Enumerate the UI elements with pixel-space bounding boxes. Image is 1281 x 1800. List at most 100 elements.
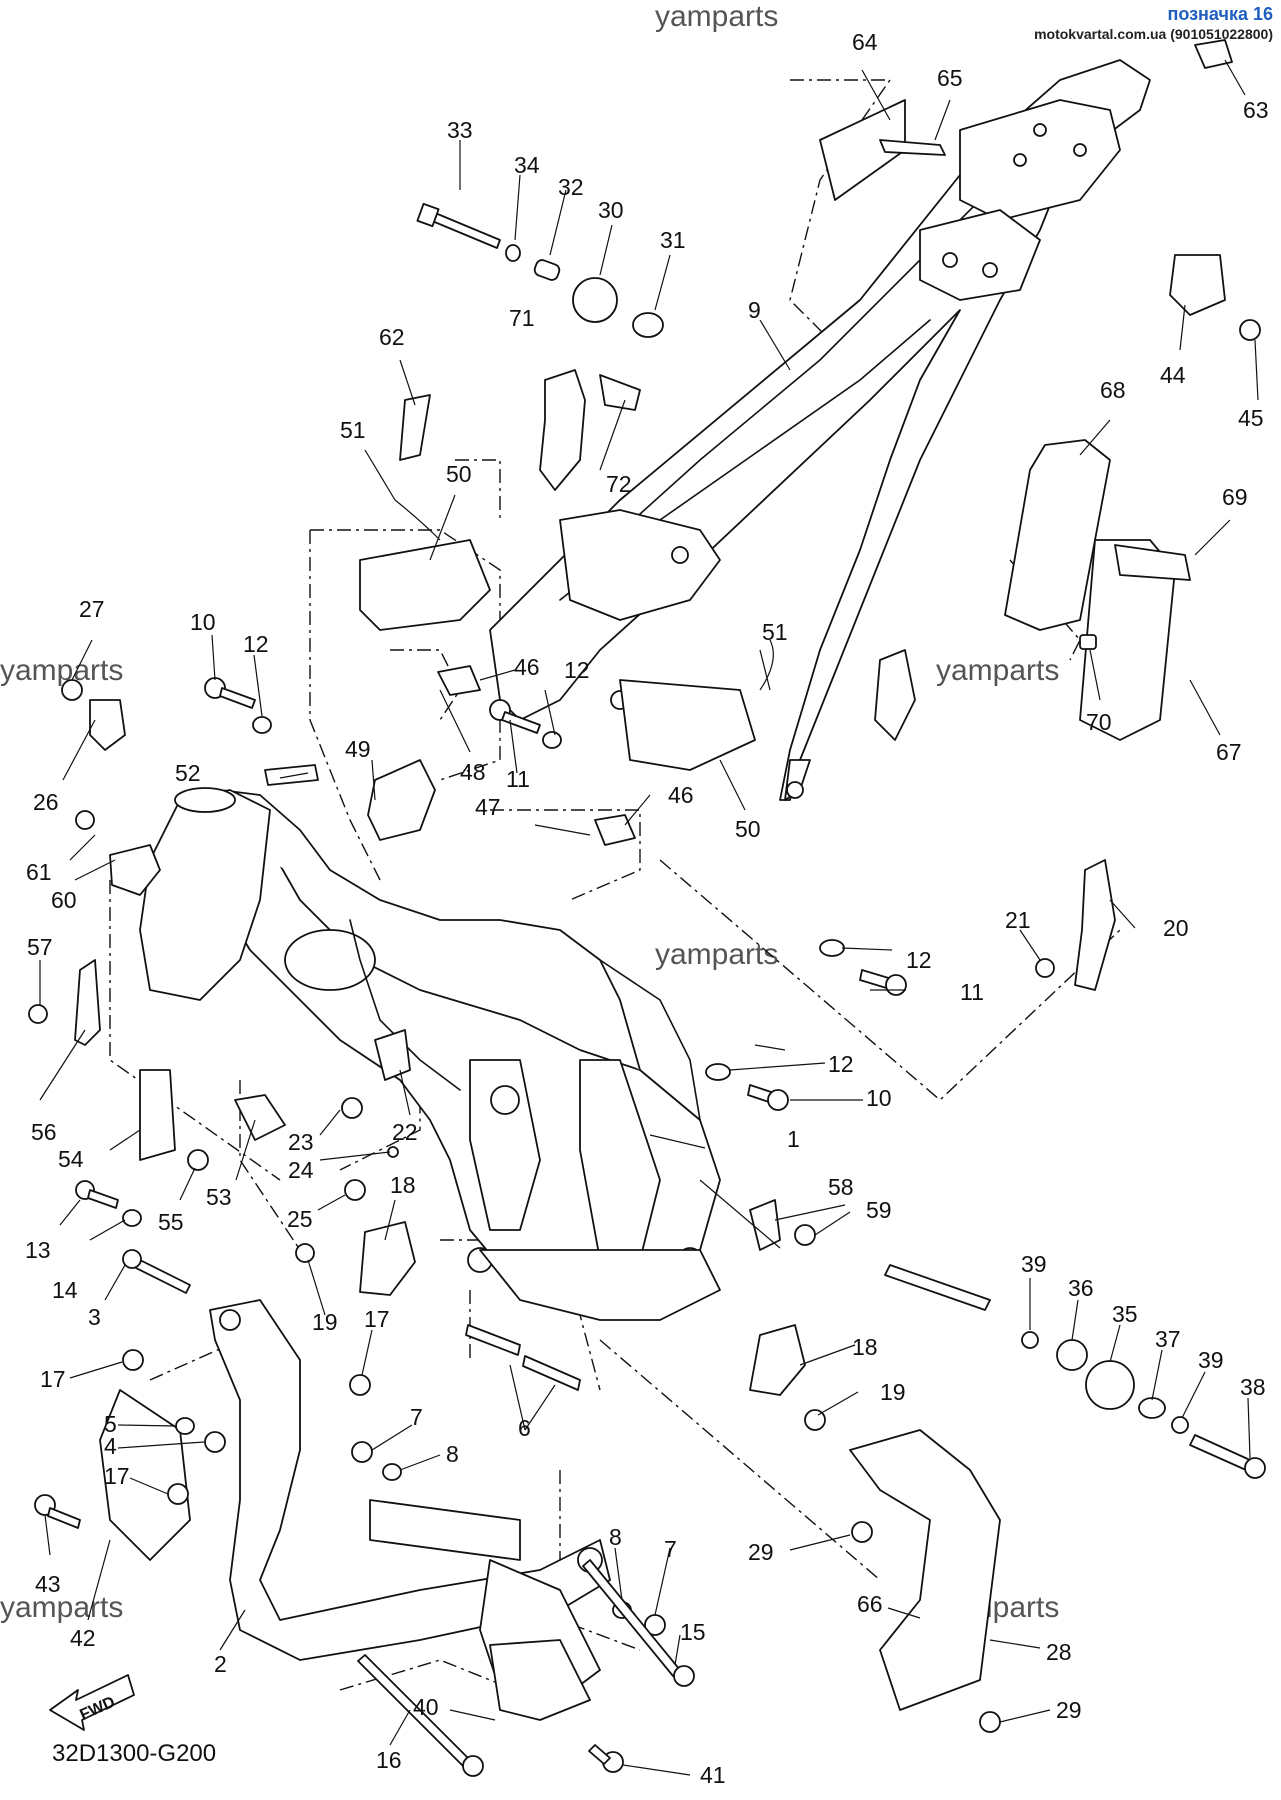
part-label-56: 56 — [31, 1119, 57, 1145]
part-label-17b: 17 — [364, 1306, 390, 1332]
part-label-17: 17 — [40, 1366, 66, 1392]
part-label-12: 12 — [243, 631, 269, 657]
part-label-7: 7 — [410, 1404, 423, 1430]
part-label-47: 47 — [475, 794, 501, 820]
part-label-2: 2 — [214, 1651, 227, 1677]
part-label-15: 15 — [680, 1619, 706, 1645]
part-label-12b: 12 — [564, 657, 590, 683]
part-label-41: 41 — [700, 1762, 726, 1788]
part-label-71: 71 — [509, 305, 535, 331]
part-label-14: 14 — [52, 1277, 78, 1303]
part-label-67: 67 — [1216, 739, 1242, 765]
part-label-60: 60 — [51, 887, 77, 913]
part-label-49: 49 — [345, 736, 371, 762]
part-label-33: 33 — [447, 117, 473, 143]
part-label-58: 58 — [828, 1174, 854, 1200]
part-label-39b: 39 — [1198, 1347, 1224, 1373]
part-label-59: 59 — [866, 1197, 892, 1223]
part-label-24: 24 — [288, 1157, 314, 1183]
part-label-51: 51 — [340, 417, 366, 443]
rear-subframe — [489, 59, 1151, 801]
part-label-29: 29 — [748, 1539, 774, 1565]
part-label-29b: 29 — [1056, 1697, 1082, 1723]
watermark: yamparts — [936, 654, 1059, 687]
part-label-54: 54 — [58, 1146, 84, 1172]
part-label-13: 13 — [25, 1237, 51, 1263]
part-label-12c: 12 — [906, 947, 932, 973]
watermark: yamparts — [655, 938, 778, 971]
part-label-26: 26 — [33, 789, 59, 815]
part-label-3: 3 — [88, 1304, 101, 1330]
part-label-46b: 46 — [668, 782, 694, 808]
part-label-25: 25 — [287, 1206, 313, 1232]
part-label-28: 28 — [1046, 1639, 1072, 1665]
hardware-parts — [28, 39, 1266, 1777]
part-label-10b: 10 — [866, 1085, 892, 1111]
watermark: yamparts — [655, 0, 778, 33]
part-label-20: 20 — [1163, 915, 1189, 941]
part-label-1: 1 — [787, 1126, 800, 1152]
part-label-23: 23 — [288, 1129, 314, 1155]
part-label-37: 37 — [1155, 1326, 1181, 1352]
part-label-44: 44 — [1160, 362, 1186, 388]
part-label-11: 11 — [506, 766, 530, 792]
part-label-30: 30 — [598, 197, 624, 223]
part-label-63: 63 — [1243, 97, 1269, 123]
part-label-36: 36 — [1068, 1275, 1094, 1301]
main-frame — [139, 787, 721, 1321]
part-number-labels: 1 2 3 4 5 6 7 8 7 8 9 10 10 11 11 12 12 … — [25, 29, 1269, 1788]
part-label-12d: 12 — [828, 1051, 854, 1077]
part-label-43: 43 — [35, 1571, 61, 1597]
watermark: yamparts — [0, 1591, 123, 1624]
part-label-9: 9 — [748, 297, 761, 323]
part-label-6: 6 — [518, 1415, 531, 1441]
part-label-62: 62 — [379, 324, 405, 350]
part-label-19b: 19 — [880, 1379, 906, 1405]
assembly-dash-lines — [109, 79, 1121, 1701]
part-label-27: 27 — [79, 596, 105, 622]
part-label-35: 35 — [1112, 1301, 1138, 1327]
part-label-48: 48 — [460, 759, 486, 785]
part-label-72: 72 — [606, 471, 632, 497]
part-label-18: 18 — [390, 1172, 416, 1198]
watermark: yamparts — [0, 654, 123, 687]
part-label-32: 32 — [558, 174, 584, 200]
forward-arrow-icon: FWD — [49, 1674, 135, 1731]
part-label-42: 42 — [70, 1625, 96, 1651]
part-label-4: 4 — [104, 1433, 117, 1459]
part-label-16: 16 — [376, 1747, 402, 1773]
part-label-69: 69 — [1222, 484, 1248, 510]
part-label-38: 38 — [1240, 1374, 1266, 1400]
part-label-17c: 17 — [104, 1463, 130, 1489]
part-label-68: 68 — [1100, 377, 1126, 403]
part-label-52: 52 — [175, 760, 201, 786]
part-label-8b: 8 — [609, 1524, 622, 1550]
part-label-66: 66 — [857, 1591, 883, 1617]
part-label-57: 57 — [27, 934, 53, 960]
part-label-46: 46 — [514, 654, 540, 680]
part-label-53: 53 — [206, 1184, 232, 1210]
part-label-40: 40 — [413, 1694, 439, 1720]
part-label-11b: 11 — [960, 979, 984, 1005]
part-label-61: 61 — [26, 859, 52, 885]
part-label-64: 64 — [852, 29, 878, 55]
site-label: motokvartal.com.ua (901051022800) — [1034, 26, 1273, 42]
part-label-50: 50 — [446, 461, 472, 487]
part-label-39: 39 — [1021, 1251, 1047, 1277]
leader-lines — [39, 59, 1259, 1776]
part-label-34: 34 — [514, 152, 540, 178]
sheet-label: позначка 16 — [1167, 4, 1273, 24]
part-label-10: 10 — [190, 609, 216, 635]
part-label-19: 19 — [312, 1309, 338, 1335]
diagram-code: 32D1300-G200 — [52, 1740, 217, 1767]
part-label-5: 5 — [104, 1411, 117, 1437]
part-label-55: 55 — [158, 1209, 184, 1235]
part-label-21: 21 — [1005, 907, 1031, 933]
watermarks: yamparts yamparts yamparts yamparts yamp… — [0, 0, 1059, 1624]
part-label-7b: 7 — [664, 1536, 677, 1562]
part-label-51b: 51 — [762, 619, 788, 645]
part-label-22: 22 — [392, 1119, 418, 1145]
part-label-31: 31 — [660, 227, 686, 253]
part-label-18b: 18 — [852, 1334, 878, 1360]
